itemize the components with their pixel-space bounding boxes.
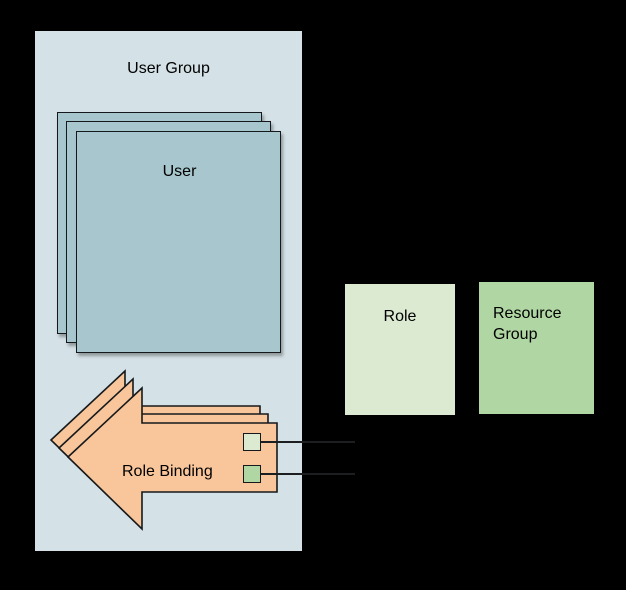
role-binding-label: Role Binding (122, 463, 213, 480)
user-label: User (162, 163, 197, 180)
user-card-front[interactable]: User (76, 131, 281, 353)
role-port-square[interactable] (243, 433, 261, 451)
role-node[interactable]: Role (345, 284, 455, 415)
resource-group-node[interactable]: Resource Group (479, 282, 594, 414)
resource-group-port-square[interactable] (243, 465, 261, 483)
user-group-label: User Group (127, 60, 210, 77)
role-binding-stack: Role Binding (49, 368, 278, 531)
role-node-label: Role (383, 308, 417, 325)
resource-group-node-label: Resource Group (493, 305, 562, 343)
user-stack: User (57, 112, 282, 357)
connector-role-binding-to-role (260, 441, 355, 443)
connector-role-binding-to-resource-group (260, 473, 355, 475)
role-binding-shape-front[interactable]: Role Binding (66, 385, 278, 531)
